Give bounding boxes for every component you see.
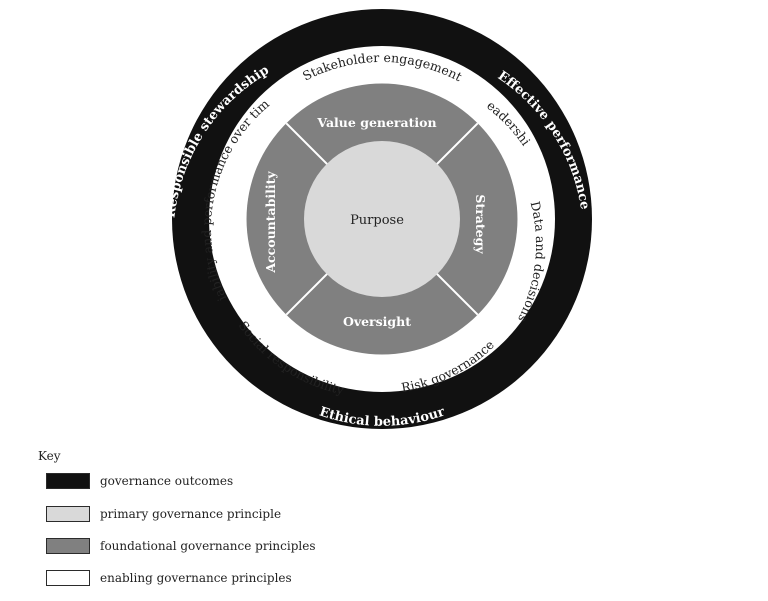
governance-principles-diagram: Purpose Value generation Oversight Strat…: [0, 0, 592, 430]
key-label: governance outcomes: [100, 474, 234, 488]
value-generation-label: Value generation: [316, 115, 436, 130]
purpose-label: Purpose: [350, 213, 404, 228]
key-label: enabling governance principles: [100, 571, 292, 585]
accountability-label: Accountability: [263, 171, 278, 274]
key-swatch: [46, 570, 90, 586]
oversight-label: Oversight: [343, 314, 411, 329]
key-swatch: [46, 538, 90, 554]
purpose-circle: [304, 141, 460, 297]
key-swatch: [46, 473, 90, 489]
strategy-label: Strategy: [473, 194, 488, 254]
key-label: foundational governance principles: [100, 539, 316, 553]
key-label: primary governance principle: [100, 507, 282, 521]
key-swatch: [46, 506, 90, 522]
key-title: Key: [38, 449, 61, 463]
